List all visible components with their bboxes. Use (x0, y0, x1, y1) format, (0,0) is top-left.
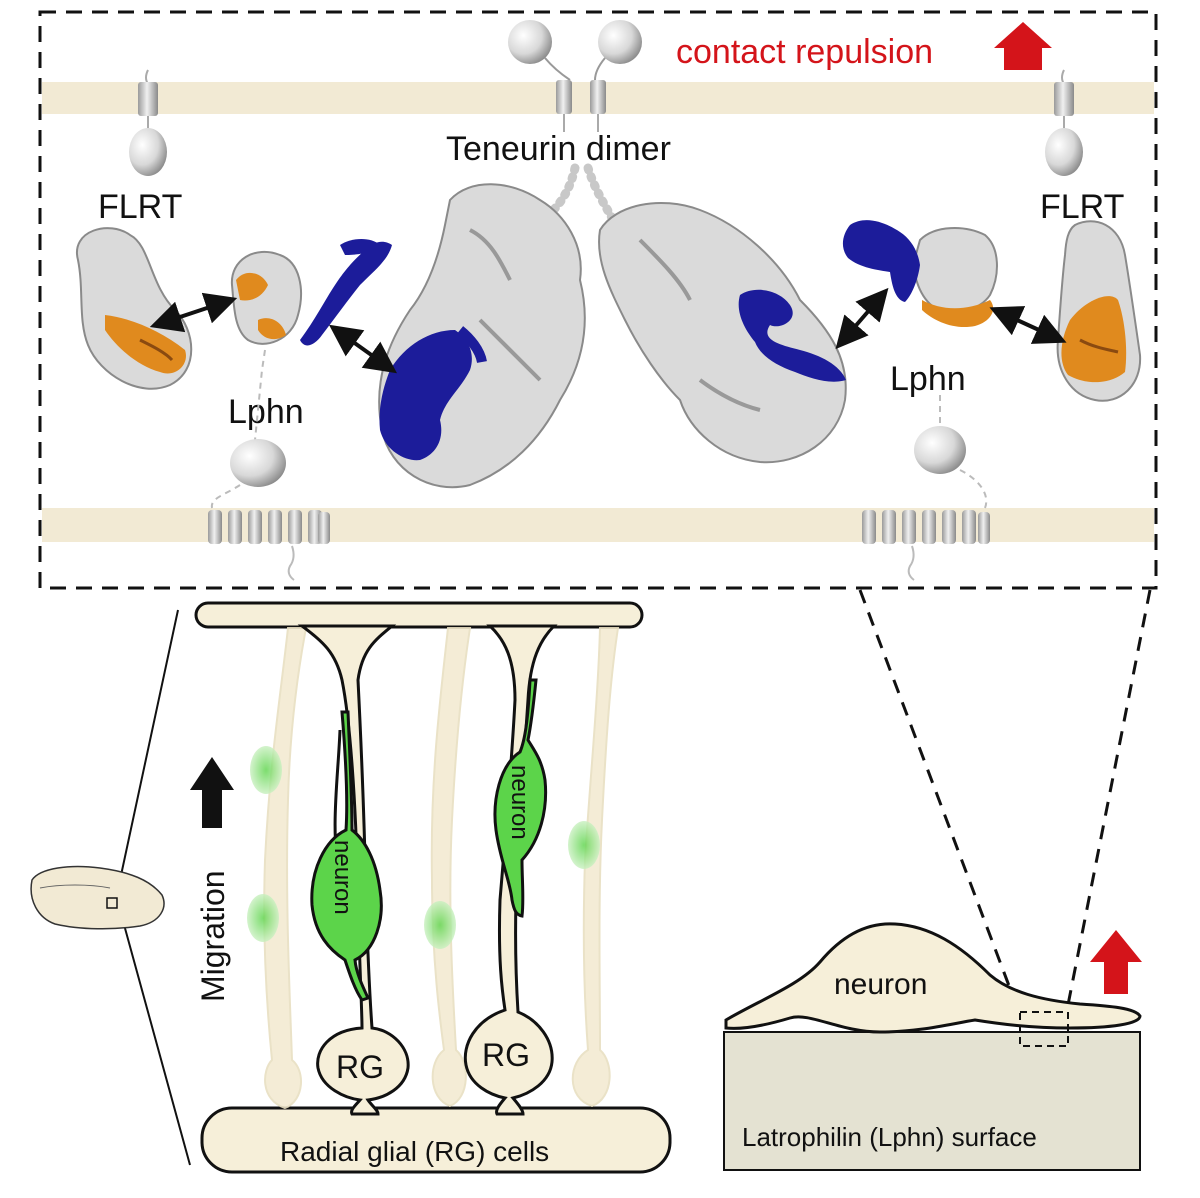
zoom-lines-left (119, 609, 191, 1166)
teneurin-protein-right (598, 202, 847, 464)
flrt-anchor-left (129, 69, 167, 176)
zoom-lines-right (858, 589, 1152, 1016)
neuron-1-label: neuron (329, 840, 356, 915)
background-radial-glia (263, 627, 620, 1110)
neuron-cell-label: neuron (834, 968, 927, 1001)
teneurin-dimer-structure (508, 20, 642, 223)
lphn-anchor-left (208, 349, 330, 581)
zoom-region-box (1019, 1011, 1069, 1047)
neuron-2-label: neuron (506, 765, 533, 840)
teneurin-dimer-label: Teneurin dimer (446, 130, 671, 168)
pial-surface (194, 601, 644, 629)
lphn-left-label: Lphn (228, 393, 304, 431)
migration-label: Migration (195, 870, 231, 1002)
ventricular-surface (200, 1106, 672, 1174)
brain-icon (30, 865, 165, 930)
up-arrow-icon (1090, 930, 1142, 994)
contact-repulsion-label: contact repulsion (676, 33, 933, 71)
lphn-surface (723, 1031, 1141, 1171)
flrt-protein-left (75, 227, 193, 390)
lphn-protein-left (230, 238, 392, 346)
flrt-left-label: FLRT (98, 188, 182, 226)
background-neurons (247, 746, 600, 949)
flrt-right-label: FLRT (1040, 188, 1124, 226)
lphn-right-label: Lphn (890, 360, 966, 398)
flrt-anchor-right (1045, 69, 1083, 176)
teneurin-protein-left (378, 183, 586, 489)
rg-1-label: RG (336, 1049, 384, 1085)
lphn-protein-right (842, 220, 998, 328)
neuron-cell (724, 922, 1142, 1034)
lphn-anchor-right (862, 395, 990, 581)
migrating-neuron-2 (493, 678, 548, 918)
lphn-surface-label: Latrophilin (Lphn) surface (742, 1122, 1037, 1152)
rg-cells-label: Radial glial (RG) cells (280, 1136, 549, 1167)
rg-2-label: RG (482, 1037, 530, 1073)
flrt-protein-right (1056, 220, 1142, 402)
up-arrow-icon (994, 22, 1052, 70)
up-arrow-icon (190, 757, 234, 828)
interaction-arrows (149, 287, 1067, 374)
migrating-neuron-1 (310, 710, 383, 1002)
